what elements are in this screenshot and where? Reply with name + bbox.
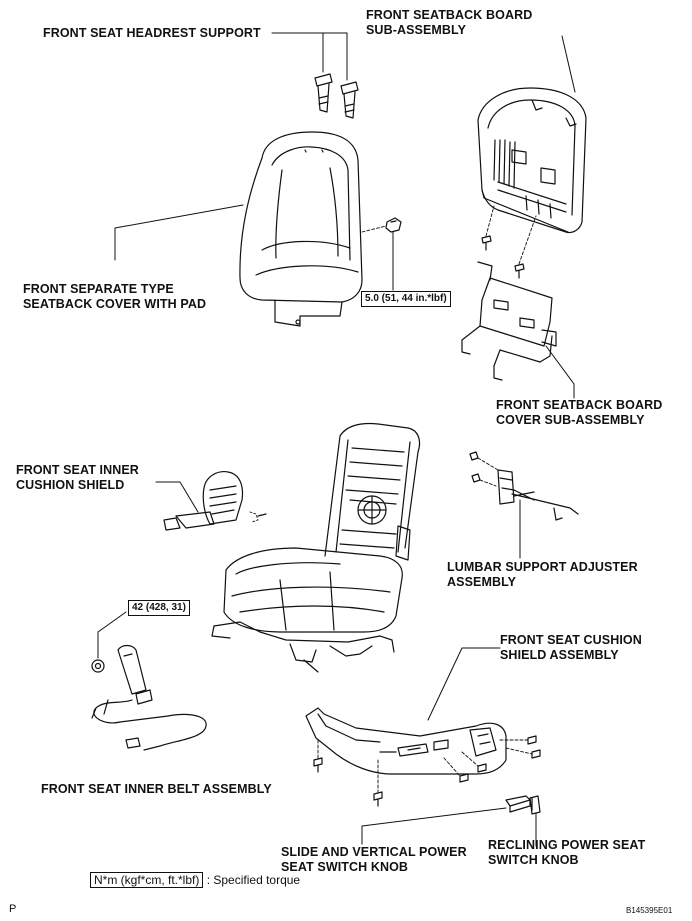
- label-inner-shield-line2: CUSHION SHIELD: [16, 478, 125, 492]
- label-slide-knob-line1: SLIDE AND VERTICAL POWER: [281, 845, 467, 859]
- label-seatback-board-line1: FRONT SEATBACK BOARD: [366, 8, 533, 22]
- board-cover-leader: [545, 345, 575, 399]
- label-inner-belt: FRONT SEAT INNER BELT ASSEMBLY: [41, 782, 272, 796]
- corner-letter: P: [9, 903, 17, 915]
- label-cushion-shield-line1: FRONT SEAT CUSHION: [500, 633, 642, 647]
- label-lumbar-line2: ASSEMBLY: [447, 575, 517, 589]
- inner-shield-drawing: [163, 471, 267, 531]
- label-seatback-cover-line1: FRONT SEPARATE TYPE: [23, 282, 174, 296]
- cushion-shield-leader: [427, 647, 501, 721]
- headrest-support-parts: [314, 73, 359, 119]
- board-cover-drawing: [461, 261, 557, 381]
- torque-legend-unit: N*m (kgf*cm, ft.*lbf): [90, 872, 204, 888]
- lumbar-drawing: [469, 451, 579, 521]
- label-inner-shield-line1: FRONT SEAT INNER: [16, 463, 139, 477]
- torque-seatback-nut: 5.0 (51, 44 in.*lbf): [361, 291, 451, 307]
- cushion-shield-screws: [313, 735, 541, 807]
- torque-legend-text: : Specified torque: [206, 873, 301, 887]
- seatback-board-leader: [561, 35, 576, 93]
- inner-belt-drawing: [91, 611, 207, 751]
- label-slide-knob-line2: SEAT SWITCH KNOB: [281, 860, 409, 874]
- seat-frame-drawing: [211, 422, 421, 673]
- label-lumbar-line1: LUMBAR SUPPORT ADJUSTER: [447, 560, 638, 574]
- seatback-cover-leader: [114, 204, 244, 261]
- headrest-leader: [271, 32, 348, 81]
- label-board-cover-line1: FRONT SEATBACK BOARD: [496, 398, 663, 412]
- torque-legend: N*m (kgf*cm, ft.*lbf) : Specified torque: [90, 872, 301, 888]
- board-screws: [481, 205, 537, 279]
- label-cushion-shield-line2: SHIELD ASSEMBLY: [500, 648, 619, 662]
- label-reclining-knob-line2: SWITCH KNOB: [488, 853, 579, 867]
- seatback-board-drawing: [477, 87, 587, 234]
- slide-knob-drawing: [505, 795, 531, 813]
- label-headrest-support: FRONT SEAT HEADREST SUPPORT: [43, 26, 261, 40]
- slide-knob-leader: [361, 807, 507, 845]
- figure-code: B145395E01: [626, 906, 673, 915]
- inner-shield-leader: [155, 481, 199, 513]
- label-seatback-cover-line2: SEATBACK COVER WITH PAD: [23, 297, 207, 311]
- reclining-knob-drawing: [529, 795, 541, 815]
- torque-belt-bolt: 42 (428, 31): [128, 600, 190, 616]
- seatback-cover-drawing: [239, 131, 363, 327]
- seatback-nut: [361, 217, 402, 291]
- label-reclining-knob-line1: RECLINING POWER SEAT: [488, 838, 646, 852]
- label-seatback-board-line2: SUB-ASSEMBLY: [366, 23, 467, 37]
- label-board-cover-line2: COVER SUB-ASSEMBLY: [496, 413, 645, 427]
- cushion-shield-drawing: [305, 707, 507, 775]
